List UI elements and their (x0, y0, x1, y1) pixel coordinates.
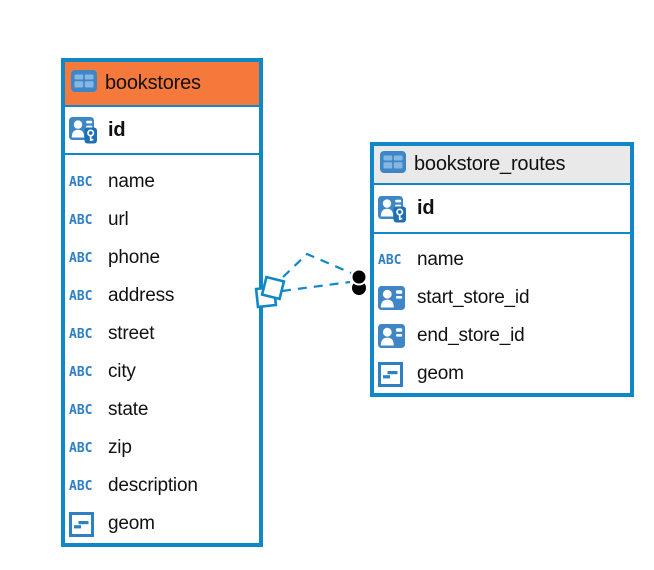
column-name: description (108, 475, 198, 496)
column-row[interactable]: ABC name (374, 241, 630, 279)
relationship-line[interactable] (282, 252, 352, 278)
columns-section: ABC name ABC url ABC phone ABC address (65, 155, 259, 543)
text-type-icon: ABC (69, 174, 93, 190)
table-header-bookstore-routes[interactable]: bookstore_routes (374, 146, 630, 185)
column-name: url (108, 209, 129, 230)
column-name: phone (108, 247, 160, 268)
text-type-icon: ABC (69, 364, 93, 380)
column-name: geom (108, 513, 155, 534)
relationship-target-marker[interactable] (352, 281, 366, 295)
column-row[interactable]: end_store_id (374, 317, 630, 355)
table-icon (380, 151, 406, 178)
column-name: zip (108, 437, 132, 458)
text-type-icon: ABC (69, 212, 93, 228)
column-name: id (108, 118, 126, 141)
column-name: name (417, 249, 464, 270)
column-row[interactable]: ABC state (65, 391, 259, 429)
entity-table-bookstores[interactable]: bookstores id ABC name (61, 58, 263, 547)
column-row[interactable]: ABC zip (65, 429, 259, 467)
column-row[interactable]: start_store_id (374, 279, 630, 317)
column-row[interactable]: ABC address (65, 277, 259, 315)
relationship-line[interactable] (281, 280, 351, 293)
columns-section: ABC name start_store_id end_store_id (374, 234, 630, 393)
table-title: bookstores (105, 72, 201, 94)
key-column-row[interactable]: id (374, 185, 630, 232)
key-columns-section: id (65, 107, 259, 155)
primary-key-icon (69, 116, 104, 144)
foreign-key-icon (378, 324, 413, 348)
column-name: geom (417, 363, 464, 384)
text-type-icon: ABC (69, 402, 93, 418)
text-type-icon: ABC (69, 440, 93, 456)
geometry-type-icon (378, 361, 413, 387)
table-title: bookstore_routes (414, 153, 566, 175)
text-type-icon: ABC (69, 288, 93, 304)
column-row[interactable]: geom (65, 505, 259, 543)
text-type-icon: ABC (378, 252, 402, 268)
column-name: name (108, 171, 155, 192)
column-name: street (108, 323, 155, 344)
key-column-row[interactable]: id (65, 107, 259, 153)
table-header-bookstores[interactable]: bookstores (65, 62, 259, 107)
key-columns-section: id (374, 185, 630, 234)
column-name: state (108, 399, 149, 420)
column-row[interactable]: geom (374, 355, 630, 393)
column-row[interactable]: ABC street (65, 315, 259, 353)
column-row[interactable]: ABC phone (65, 239, 259, 277)
table-icon (71, 70, 97, 97)
column-name: address (108, 285, 175, 306)
column-name: id (417, 197, 435, 219)
column-name: end_store_id (417, 325, 525, 346)
column-row[interactable]: ABC description (65, 467, 259, 505)
foreign-key-icon (378, 286, 413, 310)
column-row[interactable]: ABC url (65, 201, 259, 239)
column-row[interactable]: ABC city (65, 353, 259, 391)
text-type-icon: ABC (69, 250, 93, 266)
geometry-type-icon (69, 511, 104, 537)
column-row[interactable]: ABC name (65, 163, 259, 201)
column-name: city (108, 361, 136, 382)
relationship-source-marker[interactable] (260, 275, 286, 301)
column-name: start_store_id (417, 287, 530, 308)
entity-table-bookstore-routes[interactable]: bookstore_routes id ABC name (370, 142, 634, 397)
text-type-icon: ABC (69, 478, 93, 494)
relationship-target-marker[interactable] (350, 268, 368, 286)
primary-key-icon (378, 195, 413, 223)
text-type-icon: ABC (69, 326, 93, 342)
